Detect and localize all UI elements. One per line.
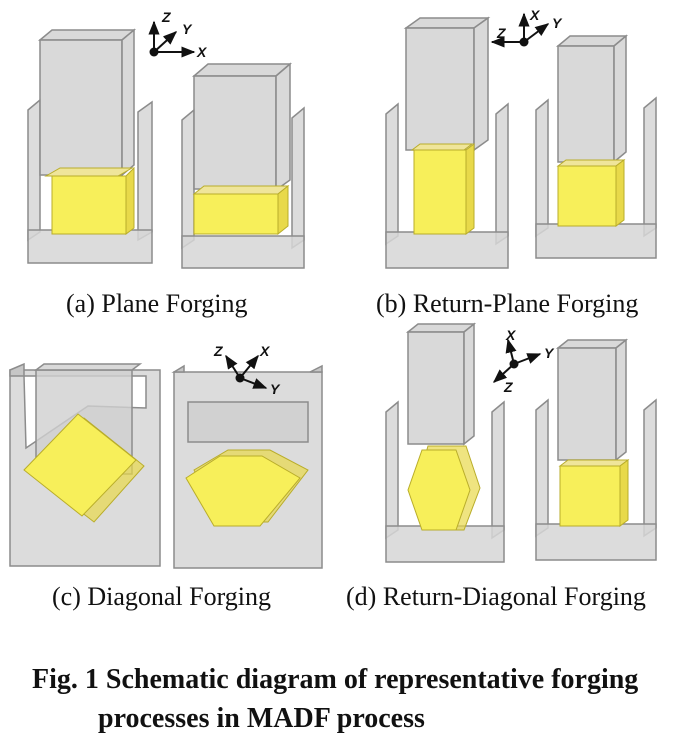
axis-label: X: [259, 343, 271, 359]
panel-d-axis-triad: X Y Z: [492, 327, 555, 395]
axis-label: Y: [182, 21, 193, 37]
workpiece: [407, 445, 481, 531]
axis-label: X: [196, 44, 208, 60]
axis-label: X: [505, 327, 517, 343]
punch: [37, 28, 137, 177]
panel-c-right-assembly: [171, 364, 323, 569]
workpiece: [410, 143, 475, 235]
panel-a-axis-triad: Z Y X: [148, 9, 208, 60]
punch: [191, 62, 293, 192]
figure-title-line-1: Fig. 1 Schematic diagram of representati…: [32, 664, 639, 695]
panel-d-left-assembly: [385, 322, 505, 563]
axis-label: Y: [552, 15, 563, 31]
panel-c-axis-triad: Z X Y: [213, 343, 281, 397]
axis-label: X: [529, 7, 541, 23]
workpiece: [44, 166, 135, 235]
workpiece: [558, 459, 630, 527]
die-body: [385, 400, 505, 563]
axis-label: Z: [503, 379, 513, 395]
die-body: [385, 102, 509, 269]
die-body: [181, 106, 305, 269]
panel-b-left-assembly: [385, 16, 509, 269]
caption-a: (a) Plane Forging: [66, 289, 248, 318]
axis-label: Z: [496, 25, 506, 41]
caption-c: (c) Diagonal Forging: [52, 582, 272, 611]
panel-d-right-assembly: [535, 338, 657, 561]
panel-b-right-assembly: [535, 34, 657, 259]
panel-a-left-assembly: [27, 28, 153, 264]
figure-title-line-2: processes in MADF process: [98, 703, 425, 734]
punch: [555, 34, 629, 164]
axis-label: Z: [213, 343, 223, 359]
punch: [403, 16, 491, 152]
punch: [405, 322, 477, 446]
die-body: [535, 398, 657, 561]
punch: [555, 338, 629, 462]
panel-a-right-assembly: [181, 62, 305, 269]
axis-label: Y: [270, 381, 281, 397]
caption-b: (b) Return-Plane Forging: [376, 289, 639, 318]
workpiece: [192, 184, 290, 236]
caption-d: (d) Return-Diagonal Forging: [346, 582, 646, 611]
axis-label: Z: [161, 9, 171, 25]
die-body: [535, 96, 657, 259]
panel-c-left-assembly: [9, 362, 161, 567]
die-body: [27, 98, 153, 264]
workpiece: [185, 449, 309, 527]
workpiece: [556, 159, 626, 227]
workpiece: [23, 413, 145, 523]
axis-label: Y: [544, 345, 555, 361]
panel-b-axis-triad: X Y Z: [490, 7, 563, 48]
